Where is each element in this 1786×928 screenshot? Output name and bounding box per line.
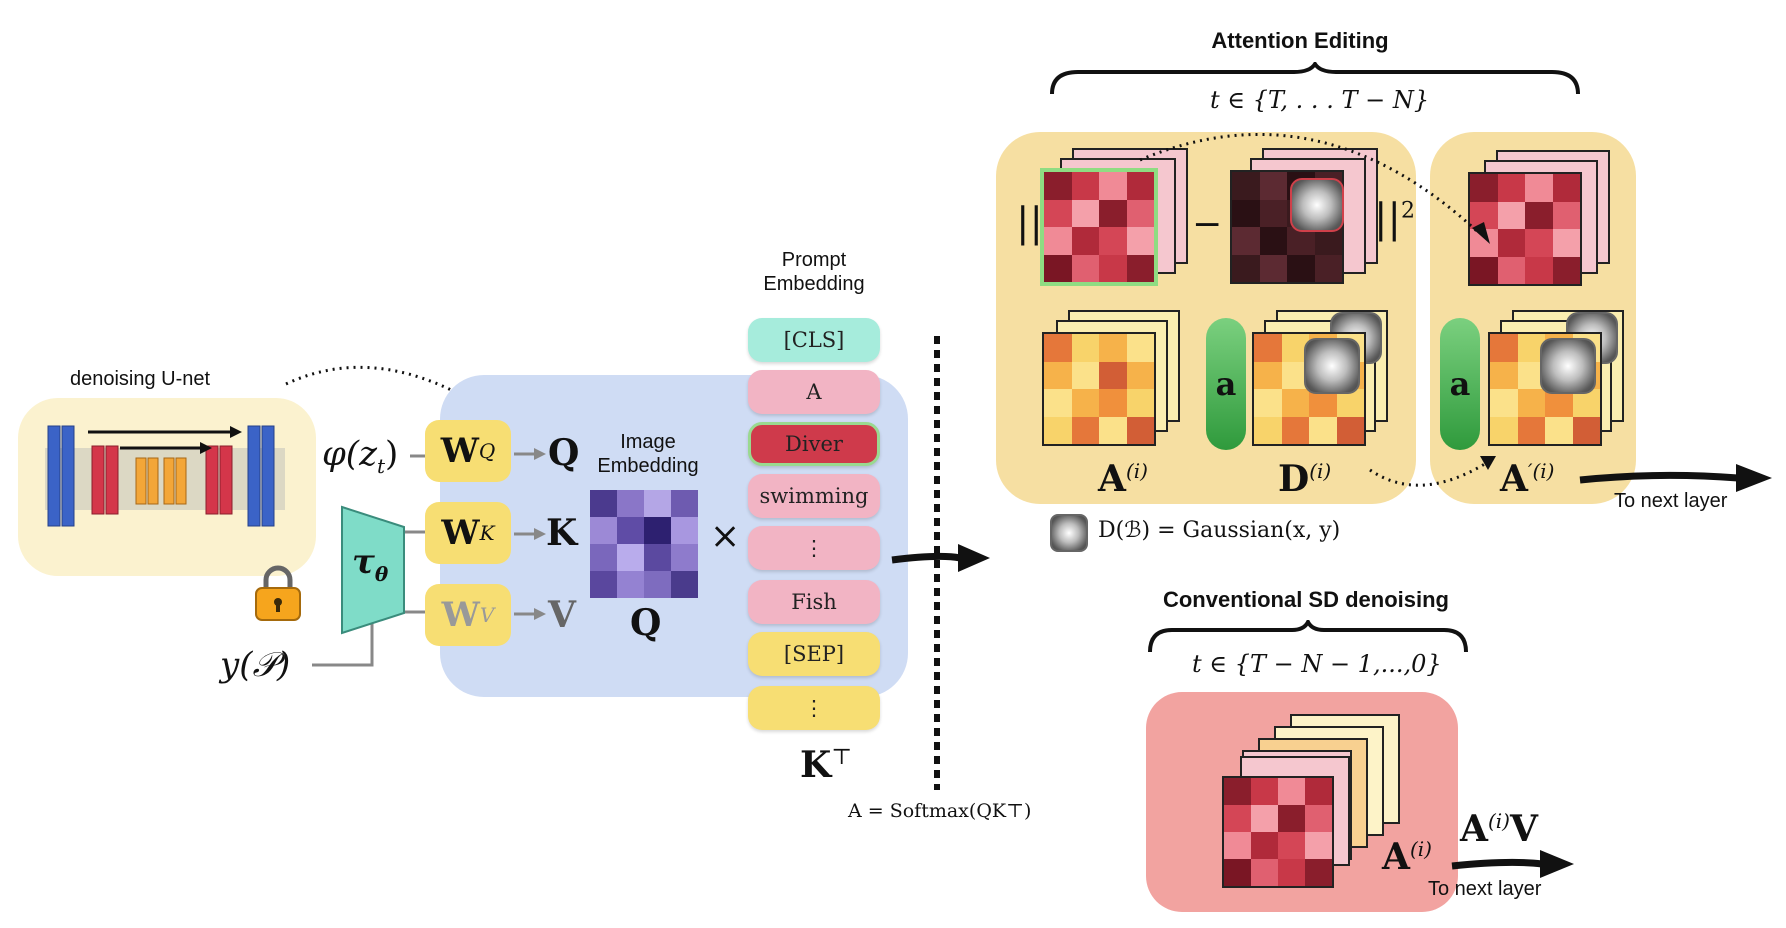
d-i-text: D (1278, 458, 1310, 500)
times-symbol: × (710, 516, 741, 557)
conv-red-grid (1222, 776, 1334, 888)
prompt-embedding-line1: Prompt (781, 249, 847, 271)
token-a: A (748, 370, 880, 414)
wk-sub: K (479, 521, 495, 545)
q-symbol: Q (548, 432, 580, 474)
image-embedding-line1: Image (620, 431, 676, 453)
prompt-embedding-line2: Embedding (763, 273, 865, 295)
a-i-text: A (1098, 458, 1126, 500)
conv-av-sup: (i) (1487, 809, 1510, 833)
attention-editing-brace (1050, 62, 1580, 95)
token-swimming: swimming (748, 474, 880, 518)
wq-sub: Q (478, 439, 496, 463)
d-yellow-gaussian (1304, 338, 1360, 394)
conv-av-a: A (1460, 808, 1488, 850)
conv-av-label: A(i)V (1460, 808, 1538, 850)
conv-av-v: V (1509, 808, 1538, 850)
aprime-text: A (1500, 458, 1528, 500)
image-embedding-line2: Embedding (597, 455, 699, 477)
alpha-pill-right: a (1440, 318, 1480, 450)
kt-sup: ⊤ (831, 745, 852, 770)
norm-close: ||2 (1374, 196, 1415, 242)
image-embedding-label: Image Embedding (588, 430, 708, 478)
kt-k: K (800, 744, 832, 786)
minus-sign: − (1192, 204, 1223, 245)
attention-editing-title: Attention Editing (1211, 28, 1389, 53)
phi-sub: t (376, 453, 386, 478)
tau-symbol: τ (352, 542, 375, 582)
token-fish: Fish (748, 580, 880, 624)
phi-close: ) (385, 434, 399, 474)
token-ellipsis-1: ⋮ (748, 526, 880, 570)
conventional-brace (1148, 620, 1468, 653)
gaussian-legend-icon (1050, 514, 1088, 552)
softmax-formula: A = Softmax(QK⊤) (848, 800, 1032, 822)
y-prompt-label: y(𝒫) (220, 645, 291, 685)
d-gaussian-overlay (1290, 178, 1344, 232)
aprime-sup: ′(i) (1527, 459, 1555, 483)
prompt-embedding-label: Prompt Embedding (754, 248, 874, 296)
d-i-sup: (i) (1309, 459, 1332, 483)
wv-sub: V (479, 603, 495, 627)
conventional-title: Conventional SD denoising (1162, 587, 1449, 612)
conv-next-layer-label: To next layer (1428, 878, 1542, 900)
a-i-sup: (i) (1125, 459, 1148, 483)
lock-icon (255, 565, 301, 621)
tau-label: τθ (352, 542, 388, 586)
aprime-label: A′(i) (1500, 458, 1554, 500)
conventional-range: t ∈ {T − N − 1,...,0} (1192, 650, 1442, 678)
gaussian-formula: D(ℬ) = Gaussian(x, y) (1098, 518, 1341, 543)
phi-text: φ(z (322, 434, 377, 474)
image-q-symbol: Q (630, 602, 662, 644)
token-sep: [SEP] (748, 632, 880, 676)
v-symbol: V (548, 594, 576, 636)
editing-dotted-arrows (1139, 132, 1496, 487)
token-ellipsis-2: ⋮ (748, 686, 880, 730)
kt-symbol: K⊤ (800, 744, 852, 786)
a-red-grid (1040, 168, 1158, 286)
norm-close-bars: || (1374, 196, 1401, 242)
d-i-label: D(i) (1278, 458, 1331, 500)
a-yellow-grid (1042, 332, 1156, 446)
norm-open: || (1016, 200, 1043, 246)
wq-w: W (440, 431, 479, 471)
tau-encoder-shape (341, 505, 405, 635)
conv-a-sup: (i) (1409, 837, 1432, 861)
token-cls: [CLS] (748, 318, 880, 362)
editing-next-layer-label: To next layer (1614, 490, 1728, 512)
output-arrow (891, 544, 990, 572)
tau-sub: θ (374, 561, 389, 586)
aprime-gaussian (1540, 338, 1596, 394)
norm-sup: 2 (1400, 198, 1415, 224)
aprime-red-grid (1468, 172, 1582, 286)
wk-w: W (441, 513, 480, 553)
editing-next-arrow (1579, 464, 1772, 492)
image-embedding-grid (590, 490, 698, 598)
attention-editing-range: t ∈ {T, . . . T − N} (1210, 86, 1430, 114)
divider-line (934, 336, 940, 790)
k-symbol: K (546, 512, 578, 554)
unet-icon (45, 425, 285, 527)
conv-a-label: A(i) (1382, 836, 1432, 878)
token-diver: Diver (748, 422, 880, 466)
wv-w: W (441, 595, 480, 635)
phi-zt-label: φ(zt) (322, 434, 398, 478)
qkv-arrows (514, 448, 546, 620)
alpha-pill-left: a (1206, 318, 1246, 450)
unet-label: denoising U-net (70, 368, 211, 390)
conv-a-text: A (1382, 836, 1410, 878)
conv-next-arrow (1451, 850, 1574, 878)
a-i-label: A(i) (1098, 458, 1148, 500)
